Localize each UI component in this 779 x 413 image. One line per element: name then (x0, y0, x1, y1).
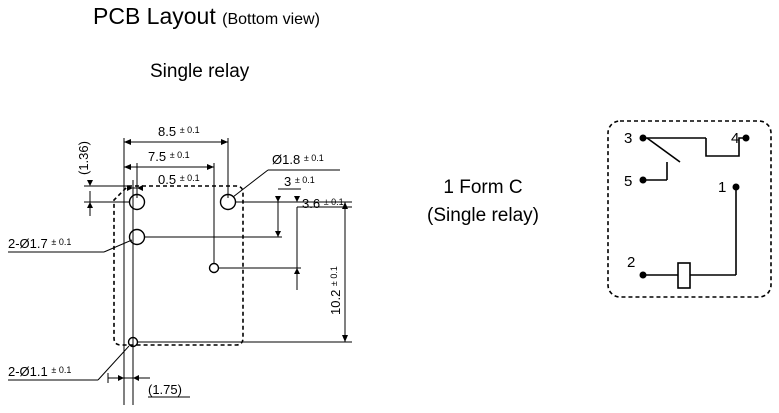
pin-2-dot (639, 271, 647, 279)
dim-dia-1-7: 2-Ø1.7 ± 0.1 (8, 236, 71, 251)
dim-7-5: 7.5 ± 0.1 (148, 149, 190, 164)
dim-8-5: 8.5 ± 0.1 (158, 124, 200, 139)
dim-1-75: (1.75) (148, 382, 182, 397)
pin-3-dot (639, 134, 647, 142)
pin-5-dot (639, 176, 647, 184)
relay-coil (677, 262, 691, 289)
form-label: 1 Form C (Single relay) (408, 174, 558, 230)
dim-0-5: 0.5 ± 0.1 (158, 172, 200, 187)
page-title: PCB Layout (Bottom view) (93, 3, 320, 30)
pin-2-label: 2 (627, 254, 635, 271)
pin-1-label: 1 (718, 179, 726, 196)
dim-3: 3 ± 0.1 (284, 174, 315, 189)
form-label-line1: 1 Form C (443, 177, 523, 198)
form-label-line2: (Single relay) (427, 205, 539, 226)
pin-3-label: 3 (624, 130, 632, 147)
dim-1-36: (1.36) (76, 141, 91, 175)
pin-5-label: 5 (624, 173, 632, 190)
dim-dia-1-1: 2-Ø1.1 ± 0.1 (8, 364, 71, 379)
pin-4-dot (742, 134, 750, 142)
schematic-outline (607, 120, 772, 298)
title-main: PCB Layout (93, 3, 216, 29)
dim-10-2: 10.2 ± 0.1 (328, 266, 343, 315)
relay-outline (113, 185, 244, 346)
title-note: (Bottom view) (222, 11, 320, 28)
switch-arm (646, 137, 681, 163)
pin-1-dot (732, 183, 740, 191)
pin-4-label: 4 (731, 130, 739, 147)
subtitle: Single relay (150, 61, 250, 82)
dim-dia-1-8: Ø1.8 ± 0.1 (272, 152, 324, 167)
dim-3-6: 3.6 ± 0.1 (302, 196, 344, 211)
